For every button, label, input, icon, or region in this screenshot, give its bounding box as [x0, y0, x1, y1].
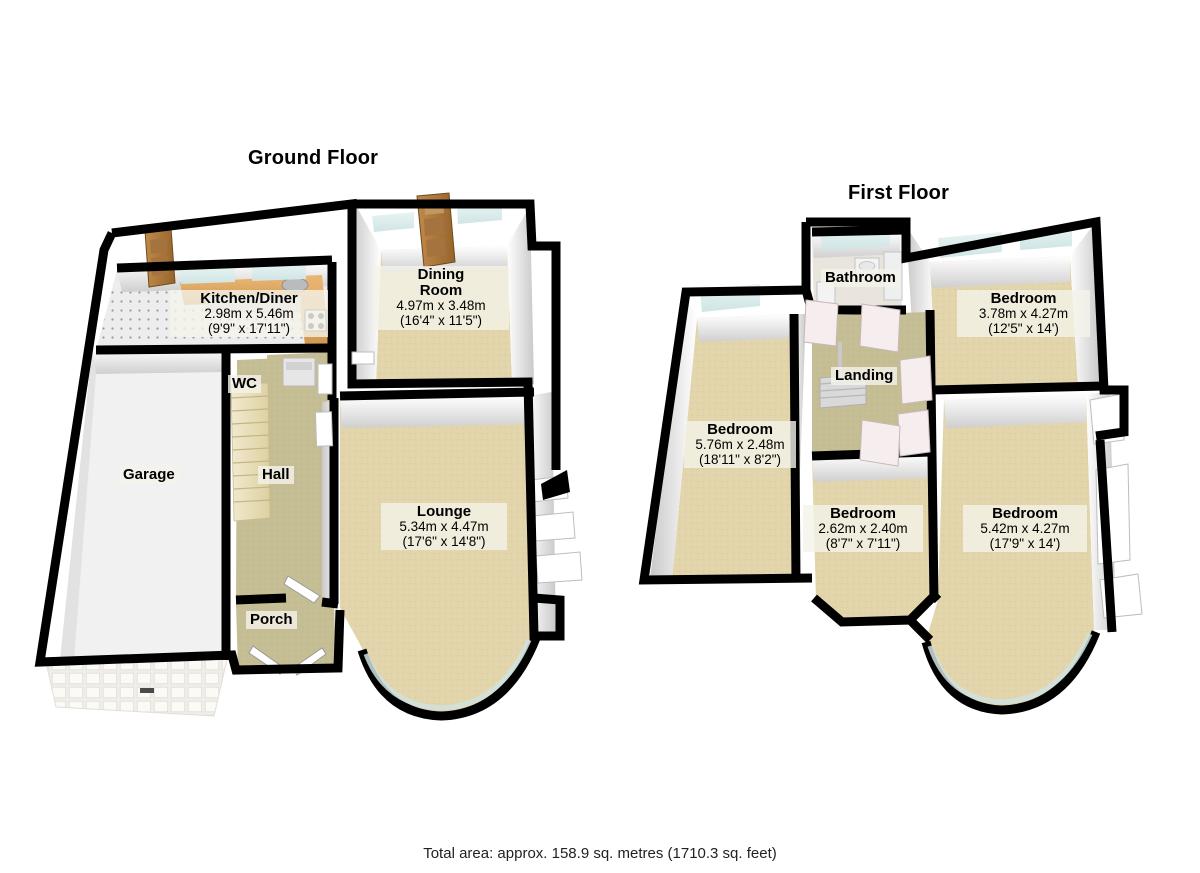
bedroom-4-bay-wall	[921, 630, 1101, 715]
ground-floor-title: Ground Floor	[248, 147, 379, 169]
lounge-bay-wall	[357, 636, 541, 721]
garage-floor	[60, 348, 226, 660]
ground-floor-door-openings	[314, 351, 375, 447]
bedroom-3-bay	[816, 596, 934, 620]
dining-windows	[372, 204, 502, 232]
staircase-ground	[230, 382, 271, 522]
porch-floor	[236, 600, 336, 670]
total-area-text: Total area: approx. 158.9 sq. metres (17…	[423, 845, 777, 862]
ground-floor-walls	[34, 198, 565, 675]
first-floor-title: First Floor	[848, 182, 950, 204]
bedroom-4-floor	[926, 394, 1094, 708]
wc-fixtures	[282, 357, 316, 387]
first-floor-plan	[638, 216, 1143, 715]
ground-floor-plan	[34, 192, 583, 721]
lounge-bay-windows	[529, 470, 583, 584]
lounge-floor	[340, 396, 534, 714]
kitchen-door	[144, 227, 176, 288]
first-floor-doors	[803, 299, 933, 467]
kitchen-windows	[180, 263, 306, 284]
